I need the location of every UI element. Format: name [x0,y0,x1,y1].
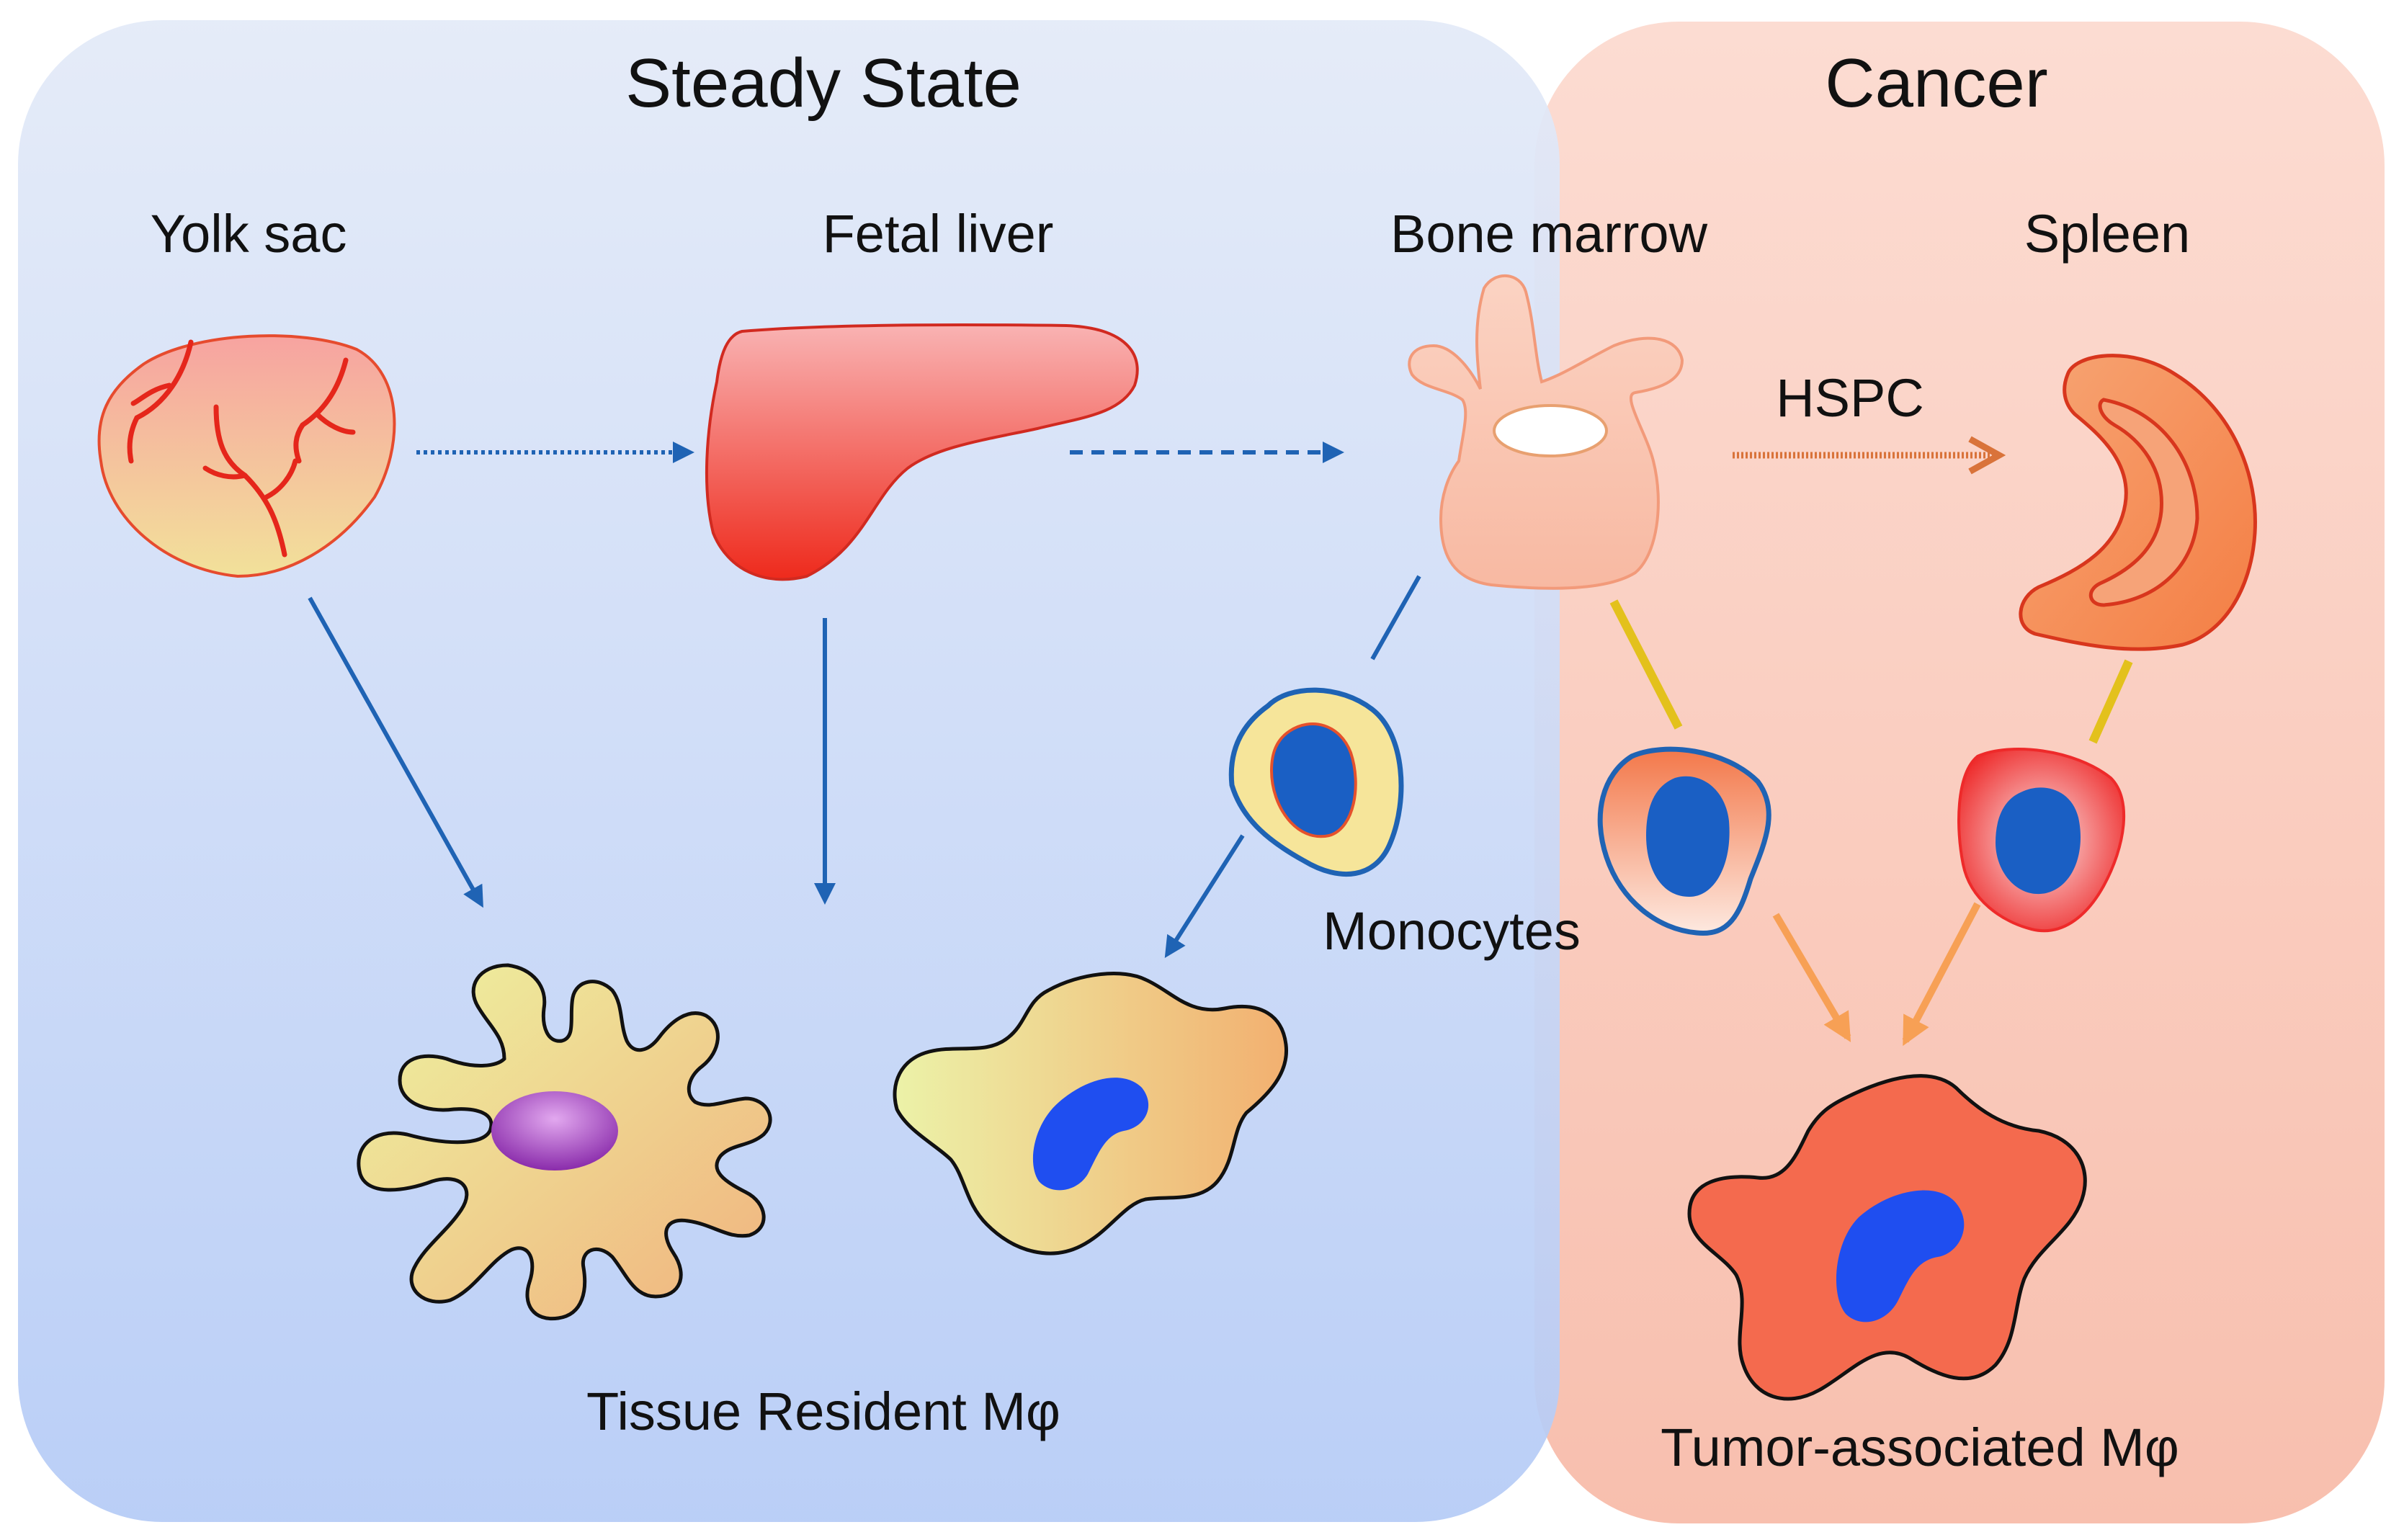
tumor-associated-label: Tumor-associated Mφ [1661,1418,2179,1477]
hspc-label: HSPC [1776,368,1924,428]
yolk-sac-label: Yolk sac [151,204,347,264]
bone-marrow-label: Bone marrow [1390,204,1708,264]
monocyte-icon [1957,748,2126,933]
bone-to-monocyte-line [1370,575,1421,661]
bone-marrow-icon [1408,274,1684,590]
yolk-to-resident-arrow [308,596,483,908]
monocyte-icon [1597,746,1771,936]
tissue-resident-label: Tissue Resident Mφ [586,1382,1060,1441]
fetal-liver-icon [705,323,1139,581]
monocyte-icon [1228,687,1404,877]
macrophage-icon [357,963,772,1321]
steady-state-title: Steady State [625,45,1022,122]
yolk-sac-icon [97,334,396,578]
spleen-icon [2019,354,2257,651]
monocyte-to-tam-arrow-left [1772,913,1851,1042]
bone-to-monocyte-connector [1609,599,1683,730]
monocyte-to-tam-arrow-right [1902,902,1981,1047]
macrophage-icon [893,972,1289,1255]
spleen-label: Spleen [2024,204,2190,264]
macrophage-icon [1687,1074,2087,1401]
cancer-title: Cancer [1825,45,2047,122]
spleen-to-monocyte-connector [2088,659,2133,744]
monocytes-label: Monocytes [1323,901,1581,961]
fetal-liver-label: Fetal liver [823,204,1054,264]
monocyte-to-macrophage-arrow [1164,834,1245,959]
